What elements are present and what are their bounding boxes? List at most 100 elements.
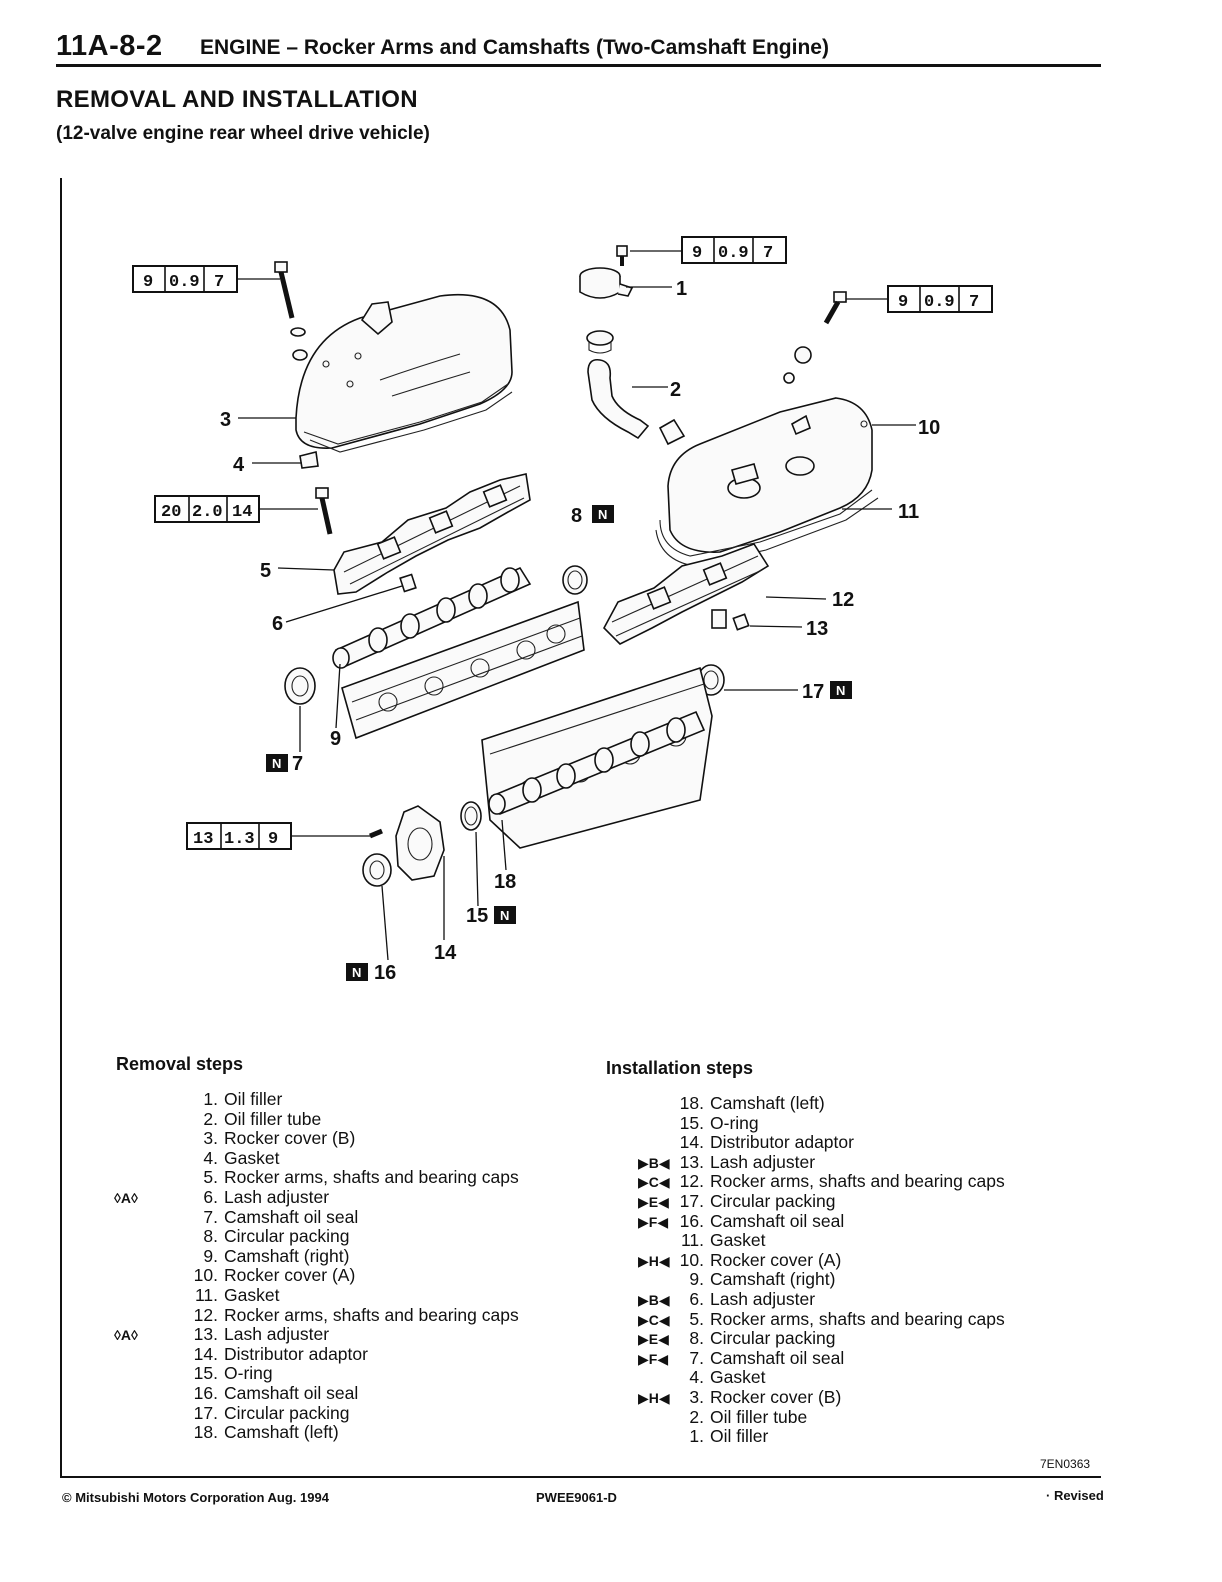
n-mark-badge: N [494, 906, 516, 924]
step-number: 14. [679, 1132, 704, 1153]
step-item: 15. O-ring [668, 1112, 1005, 1134]
step-text: Oil filler [710, 1426, 769, 1447]
step-item: ▶F◀ 7. Camshaft oil seal [638, 1347, 1005, 1369]
step-item: 16.Camshaft oil seal [182, 1383, 519, 1404]
torque-ftlb: 7 [969, 293, 979, 312]
step-number: 6. [203, 1186, 218, 1207]
step-text: O-ring [224, 1363, 273, 1384]
section-subtitle: (12-valve engine rear wheel drive vehicl… [56, 123, 430, 144]
torque-kgm: 0.9 [924, 293, 955, 312]
callout-1: 1 [676, 278, 687, 300]
step-number: 7. [689, 1347, 704, 1368]
step-number: 1. [203, 1089, 218, 1109]
camshaft-oil-seal-part [284, 667, 316, 705]
step-number: 18. [193, 1422, 218, 1443]
torque-ftlb: 14 [232, 503, 252, 522]
step-item: ▶C◀ 5. Rocker arms, shafts and bearing cap… [638, 1308, 1005, 1330]
hose-clamp-part [586, 330, 614, 354]
step-item: 12.Rocker arms, shafts and bearing caps [182, 1305, 519, 1326]
step-text: Rocker cover (B) [224, 1128, 356, 1149]
callout-7: 7 [292, 753, 303, 775]
step-service-mark: ▶B◀ [638, 1291, 670, 1308]
distributor-adaptor-part [395, 805, 445, 881]
step-service-mark: ▶C◀ [638, 1174, 670, 1191]
step-number: 15. [679, 1112, 704, 1133]
torque-ftlb: 9 [268, 830, 278, 849]
torque-spec-box: 9 0.9 7 [132, 265, 238, 293]
step-item: 8. Circular packing [182, 1226, 519, 1247]
svg-text:N: N [836, 683, 845, 698]
page-header-code: 11A-8-2 [56, 30, 163, 62]
step-text: Rocker arms, shafts and bearing caps [710, 1171, 1005, 1192]
n-mark-badge: N [830, 681, 852, 699]
callout-13: 13 [806, 618, 828, 640]
step-item: 4.Gasket [182, 1148, 519, 1169]
callout-10: 10 [918, 417, 940, 439]
step-number: 17. [679, 1190, 704, 1211]
o-ring-part [460, 801, 482, 831]
step-item: 15.O-ring [182, 1364, 519, 1384]
bolt-icon [274, 261, 295, 319]
step-number: 13. [679, 1151, 704, 1172]
rocker-cover-b-part [295, 294, 513, 469]
camshaft-oil-seal-part [362, 853, 392, 887]
rocker-arms-shafts-left-part [333, 473, 531, 595]
step-number: 16. [679, 1210, 704, 1231]
rocker-cover-a-part [655, 397, 879, 567]
step-text: Lash adjuster [710, 1151, 816, 1172]
step-item: 11.Gasket [182, 1285, 519, 1306]
washer-icon [783, 372, 795, 384]
step-item: ▶E◀ 17. Circular packing [638, 1190, 1005, 1212]
step-item: ◊A◊6.Lash adjuster [114, 1186, 519, 1208]
step-item: 2.Oil filler tube [182, 1109, 519, 1130]
step-item: 14.Distributor adaptor [182, 1343, 519, 1365]
oil-filler-tube-part [587, 358, 650, 440]
step-service-mark: ▶F◀ [638, 1350, 669, 1367]
step-text: O-ring [710, 1112, 759, 1133]
step-text: Distributor adaptor [224, 1343, 368, 1364]
step-text: Circular packing [710, 1190, 836, 1211]
section-title: REMOVAL AND INSTALLATION [56, 86, 418, 113]
step-text: Camshaft oil seal [710, 1347, 845, 1368]
step-number: 11. [680, 1230, 704, 1251]
torque-nm: 9 [143, 273, 153, 292]
bolt-icon [315, 487, 333, 535]
step-item: 1.Oil filler [182, 1089, 519, 1110]
torque-nm: 20 [161, 503, 181, 522]
callout-2: 2 [670, 379, 681, 401]
step-service-mark: ▶C◀ [638, 1311, 670, 1328]
step-item: ▶B◀6.Lash adjuster [638, 1289, 1005, 1310]
callout-12: 12 [832, 589, 854, 611]
step-number: 1. [689, 1426, 704, 1447]
step-text: Rocker arms, shafts and bearing caps [710, 1308, 1005, 1329]
step-item: 17.Circular packing [182, 1403, 519, 1424]
step-text: Circular packing [224, 1226, 350, 1247]
step-item: ▶H◀10.Rocker cover (A) [638, 1249, 1005, 1271]
lash-adjuster-part [732, 613, 750, 631]
step-item: ◊A◊13.Lash adjuster [114, 1324, 519, 1345]
callout-14: 14 [434, 942, 457, 964]
bolt-icon [369, 828, 383, 839]
step-service-mark: ▶H◀ [638, 1252, 670, 1269]
frame-left-rule [60, 178, 62, 1478]
step-text: Camshaft (left) [710, 1093, 825, 1113]
torque-nm: 9 [898, 293, 908, 312]
step-number: 9. [689, 1269, 704, 1290]
step-service-mark: ▶E◀ [638, 1193, 669, 1210]
bolt-icon [823, 291, 847, 325]
callout-8: 8 [571, 505, 582, 527]
step-service-mark: ▶B◀ [638, 1154, 670, 1171]
step-service-mark: ◊A◊ [114, 1327, 138, 1344]
svg-text:N: N [598, 507, 607, 522]
step-number: 5. [203, 1167, 218, 1188]
step-number: 10. [679, 1249, 704, 1270]
step-service-mark: ◊A◊ [114, 1189, 138, 1206]
step-number: 5. [689, 1308, 704, 1329]
step-number: 8. [203, 1226, 218, 1247]
step-text: Rocker arms, shafts and bearing caps [224, 1167, 519, 1188]
exploded-view-diagram: 9 0.9 7 9 0.9 7 9 0.9 7 20 2.0 14 13 1.3… [132, 236, 993, 984]
step-item: ▶F◀16.Camshaft oil seal [638, 1210, 1005, 1232]
torque-spec-box: 9 0.9 7 [681, 236, 787, 264]
installation-steps-heading: Installation steps [606, 1058, 754, 1078]
